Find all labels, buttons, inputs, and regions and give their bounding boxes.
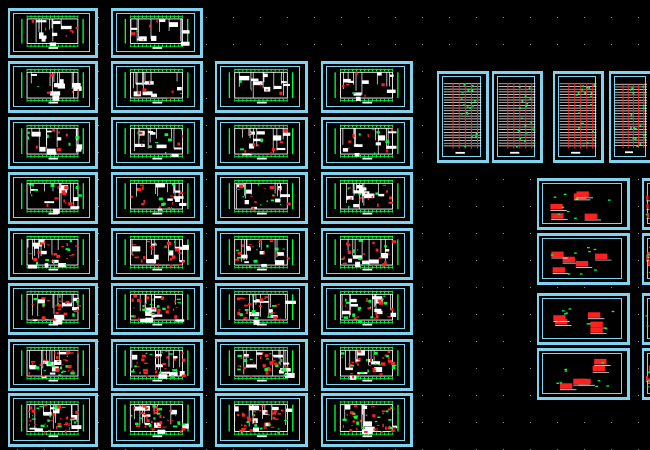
floor-plan-drawing (228, 68, 294, 104)
floor-plan-sheet[interactable] (321, 61, 413, 113)
floor-plan-sheet[interactable] (8, 172, 98, 224)
system-diagram-drawing (498, 83, 536, 154)
floor-plan-drawing (20, 401, 85, 438)
system-diagram-drawing (443, 83, 482, 154)
floor-plan-drawing (334, 179, 399, 215)
detail-drawing (556, 358, 611, 391)
floor-plan-drawing (21, 124, 84, 160)
detail-sheet[interactable] (642, 348, 650, 400)
floor-plan-sheet[interactable] (215, 228, 308, 280)
system-diagram-drawing (559, 83, 597, 154)
floor-plan-drawing (21, 235, 84, 271)
floor-plan-sheet[interactable] (321, 228, 413, 280)
detail-sheet[interactable] (537, 293, 630, 345)
floor-plan-drawing (334, 124, 399, 160)
detail-drawing (550, 246, 612, 275)
detail-drawing (553, 308, 615, 335)
floor-plan-drawing (124, 290, 189, 326)
system-diagram-drawing (615, 83, 647, 154)
floor-plan-drawing (334, 68, 399, 104)
floor-plan-sheet[interactable] (215, 283, 308, 335)
detail-sheet[interactable] (537, 233, 630, 285)
floor-plan-drawing (124, 401, 189, 438)
detail-drawing (646, 246, 650, 274)
floor-plan-sheet[interactable] (8, 339, 98, 391)
floor-plan-drawing (228, 124, 294, 160)
detail-drawing (645, 195, 650, 219)
floor-plan-sheet[interactable] (8, 8, 98, 58)
floor-plan-sheet[interactable] (111, 283, 203, 335)
floor-plan-sheet[interactable] (111, 339, 203, 391)
floor-plan-sheet[interactable] (8, 117, 98, 169)
system-diagram-sheet[interactable] (553, 71, 604, 163)
floor-plan-sheet[interactable] (111, 61, 203, 113)
system-diagram-sheet[interactable] (492, 71, 543, 163)
floor-plan-sheet[interactable] (8, 283, 98, 335)
floor-plan-drawing (124, 235, 190, 271)
floor-plan-drawing (124, 124, 189, 160)
floor-plan-sheet[interactable] (321, 283, 413, 335)
floor-plan-sheet[interactable] (321, 393, 413, 447)
floor-plan-sheet[interactable] (8, 61, 98, 113)
floor-plan-drawing (228, 179, 294, 215)
detail-sheet[interactable] (642, 178, 650, 230)
floor-plan-sheet[interactable] (321, 172, 413, 224)
floor-plan-sheet[interactable] (215, 172, 308, 224)
detail-sheet[interactable] (642, 293, 650, 345)
detail-drawing (645, 365, 650, 388)
detail-drawing (645, 315, 649, 327)
floor-plan-drawing (228, 235, 294, 271)
detail-sheet[interactable] (537, 178, 630, 230)
floor-plan-sheet[interactable] (215, 117, 308, 169)
floor-plan-drawing (21, 346, 84, 382)
floor-plan-drawing (21, 290, 84, 326)
floor-plan-drawing (21, 15, 84, 49)
floor-plan-drawing (124, 346, 189, 382)
floor-plan-sheet[interactable] (8, 228, 98, 280)
floor-plan-sheet[interactable] (8, 393, 98, 447)
detail-sheet[interactable] (537, 348, 630, 400)
floor-plan-drawing (334, 401, 399, 438)
floor-plan-drawing (124, 15, 190, 49)
floor-plan-drawing (124, 179, 189, 215)
floor-plan-sheet[interactable] (111, 172, 203, 224)
floor-plan-drawing (21, 68, 84, 104)
floor-plan-drawing (228, 346, 295, 382)
floor-plan-sheet[interactable] (321, 339, 413, 391)
floor-plan-sheet[interactable] (321, 117, 413, 169)
floor-plan-sheet[interactable] (111, 228, 203, 280)
detail-drawing (550, 191, 611, 221)
floor-plan-drawing (228, 401, 294, 438)
floor-plan-sheet[interactable] (111, 393, 203, 447)
floor-plan-drawing (334, 235, 399, 271)
floor-plan-sheet[interactable] (215, 393, 308, 447)
floor-plan-drawing (334, 346, 399, 382)
detail-sheet[interactable] (642, 233, 650, 285)
floor-plan-sheet[interactable] (111, 117, 203, 169)
floor-plan-drawing (124, 68, 189, 104)
floor-plan-drawing (228, 290, 296, 326)
system-diagram-sheet[interactable] (437, 71, 489, 163)
floor-plan-sheet[interactable] (215, 61, 308, 113)
floor-plan-drawing (21, 179, 84, 215)
system-diagram-sheet[interactable] (609, 71, 650, 163)
floor-plan-sheet[interactable] (215, 339, 308, 391)
floor-plan-drawing (334, 290, 399, 326)
floor-plan-sheet[interactable] (111, 8, 203, 58)
